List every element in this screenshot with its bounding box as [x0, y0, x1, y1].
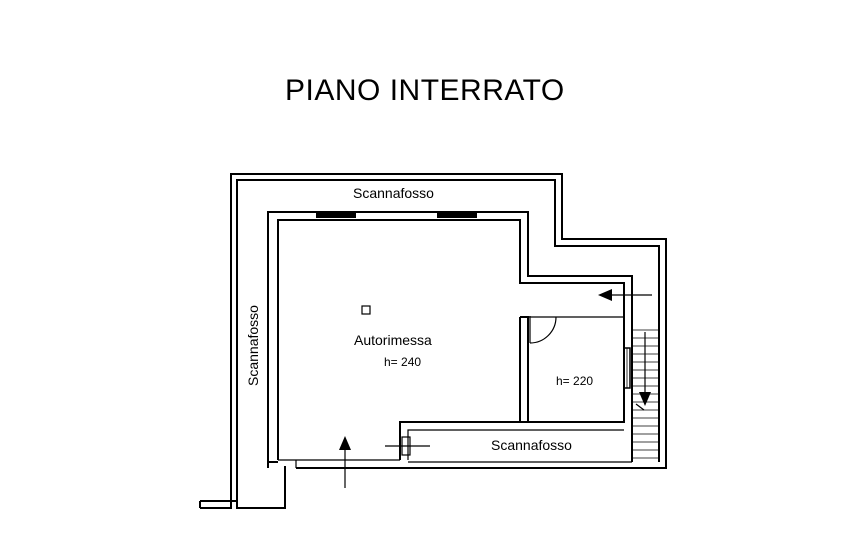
garage-walls — [267, 211, 633, 468]
side-window — [623, 347, 631, 389]
scannafosso-bottom-label: Scannafosso — [491, 437, 572, 453]
entrance-arrow-icon — [339, 436, 351, 488]
top-window-right — [437, 212, 477, 218]
plan-title: PIANO INTERRATO — [285, 74, 565, 107]
outer-wall — [199, 173, 667, 509]
lower-wall — [385, 421, 632, 463]
garage-height-label: h= 240 — [384, 355, 421, 369]
scannafosso-left-label: Scannafosso — [245, 305, 261, 386]
room-height-label: h= 220 — [556, 374, 593, 388]
garage-name-label: Autorimessa — [354, 332, 432, 348]
stair-down-arrow-icon — [639, 332, 651, 406]
top-window-left — [316, 212, 356, 218]
door-swing — [529, 316, 557, 344]
floor-drain — [361, 305, 371, 315]
scannafosso-top-label: Scannafosso — [353, 185, 434, 201]
side-entrance-arrow-icon — [598, 289, 652, 301]
small-room-walls — [519, 316, 624, 422]
